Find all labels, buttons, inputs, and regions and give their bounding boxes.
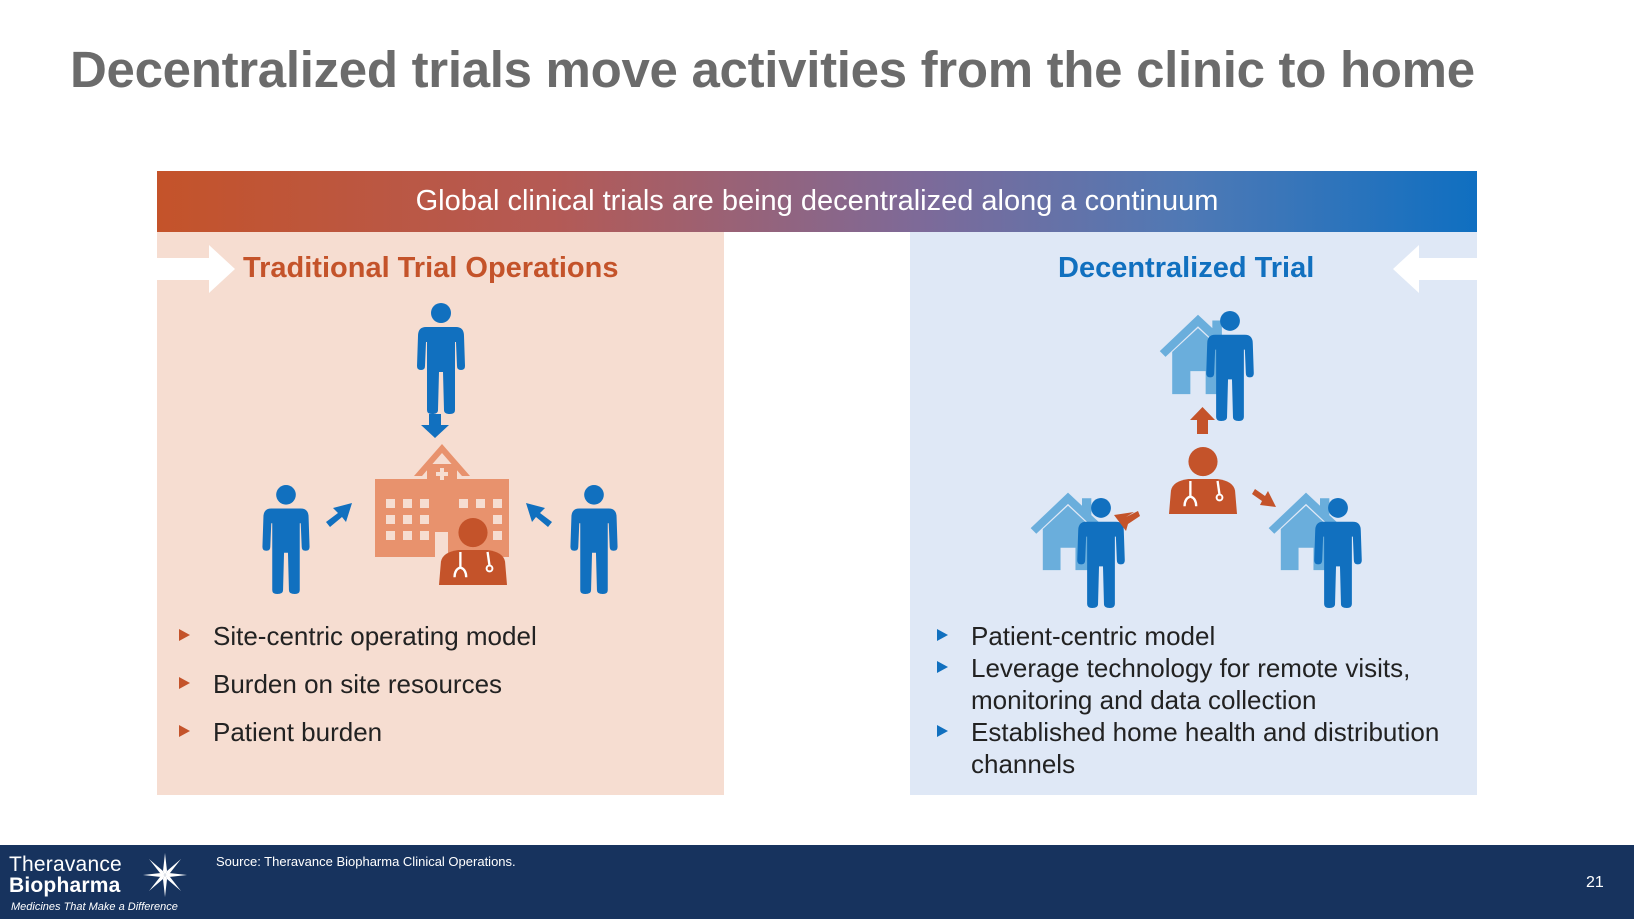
bullet-marker (937, 661, 948, 673)
bullet-marker (179, 677, 190, 689)
person-icon (262, 484, 310, 594)
list-item: Burden on site resources (179, 668, 537, 700)
theravance-star-icon (143, 853, 187, 897)
footer-bar: Theravance Biopharma Medicines That Make… (0, 845, 1634, 919)
arrow-icon (326, 503, 552, 527)
slide-title: Decentralized trials move activities fro… (70, 41, 1475, 98)
up-arrow-icon (1190, 407, 1215, 434)
list-item: Patient-centric model (937, 620, 1477, 652)
logo-line-1: Theravance (9, 853, 122, 876)
decentralized-trial-bullets: Patient-centric model Leverage technolog… (937, 620, 1477, 780)
bullet-marker (937, 629, 948, 641)
site-centric-illustration (262, 303, 618, 594)
list-item: Leverage technology for remote visits, m… (937, 652, 1477, 716)
arrow-icon (1114, 489, 1276, 531)
decentralized-trial-panel: Decentralized Trial Patient-centric mode… (910, 232, 1477, 795)
hospital-icon (375, 444, 509, 557)
list-item: Site-centric operating model (179, 620, 537, 652)
patient-centric-illustration (1030, 310, 1362, 608)
person-icon (417, 303, 465, 414)
logo-tagline: Medicines That Make a Difference (11, 901, 178, 913)
right-arrow-icon (157, 245, 235, 293)
traditional-trial-heading: Traditional Trial Operations (243, 252, 619, 284)
decentralized-trial-heading: Decentralized Trial (1058, 252, 1315, 284)
list-item: Established home health and distribution… (937, 716, 1477, 780)
page-number: 21 (1586, 874, 1604, 891)
down-arrow-icon (421, 414, 449, 438)
left-arrow-icon (1393, 245, 1477, 293)
bullet-marker (179, 629, 190, 641)
continuum-banner: Global clinical trials are being decentr… (157, 171, 1477, 232)
list-item: Patient burden (179, 716, 537, 748)
traditional-trial-panel: Traditional Trial Operations Si (157, 232, 724, 795)
logo-line-2: Biopharma (9, 874, 121, 897)
person-icon (570, 484, 618, 594)
bullet-marker (179, 725, 190, 737)
bullet-marker (937, 725, 948, 737)
traditional-trial-bullets: Site-centric operating model Burden on s… (179, 620, 537, 764)
doctor-icon (1169, 446, 1237, 514)
source-note: Source: Theravance Biopharma Clinical Op… (216, 854, 516, 869)
